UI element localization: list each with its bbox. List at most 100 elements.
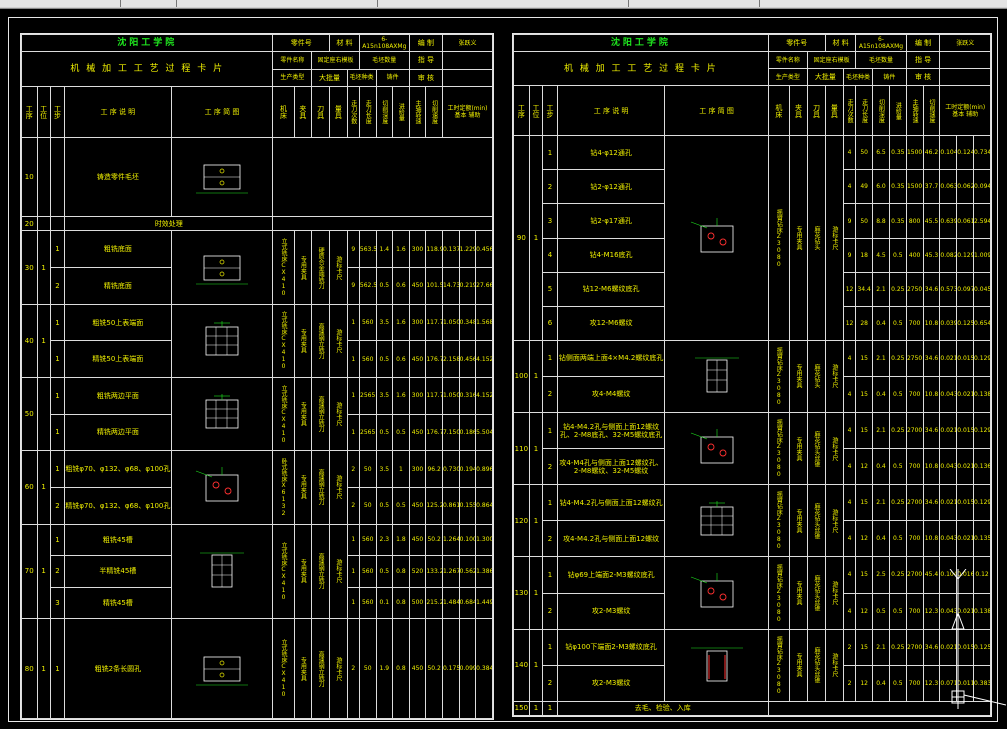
part-name-value: 固定座右模板 xyxy=(806,51,857,70)
op-position: 1 xyxy=(36,303,51,378)
param-cell: 0.639 xyxy=(939,203,958,239)
step-number: 1 xyxy=(542,700,558,717)
fixture-value: 专用夹具 xyxy=(789,135,808,341)
param-cell: 2.1 xyxy=(872,339,890,377)
param-cell: 37.7 xyxy=(922,169,941,205)
step-description: 钻4-φ12通孔 xyxy=(556,135,666,171)
col-header-desc: 工 序 说 明 xyxy=(64,85,172,138)
op-position: 1 xyxy=(528,628,544,702)
process-card-left: 沈阳工学院 零件号 材 料 6-A15n108AXMg 编 制 张跃义 机 械 … xyxy=(20,33,494,720)
toolbar-segment[interactable] xyxy=(121,0,177,7)
param-cell: 560 xyxy=(358,303,377,342)
process-sketch-icon xyxy=(690,218,733,253)
step-description: 半精铣45槽 xyxy=(64,555,172,588)
drawing-canvas[interactable]: 沈阳工学院 零件号 材 料 6-A15n108AXMg 编 制 张跃义 机 械 … xyxy=(0,9,1007,729)
param-cell: 2750 xyxy=(905,271,924,307)
op-number: 10 xyxy=(21,136,38,218)
param-cell: 1.8 xyxy=(392,523,410,557)
op-row[interactable]: 20 时效处理 xyxy=(21,216,493,232)
drawing-border xyxy=(8,17,998,722)
process-card-right: 沈阳工学院 零件号 材 料 6-A15n108AXMg 编 制 张跃义 机 械 … xyxy=(512,33,992,717)
param-cell: 27.66 xyxy=(475,267,493,305)
toolbar-segment[interactable] xyxy=(177,0,378,7)
toolbar-segment[interactable] xyxy=(760,0,1007,7)
param-cell: 0.219 xyxy=(458,267,477,305)
param-cell: 2.3 xyxy=(375,523,394,557)
param-cell: 9 xyxy=(842,203,857,239)
process-sketch xyxy=(170,303,274,378)
toolbar-segment[interactable] xyxy=(378,0,629,7)
gauge-value: 游标卡尺 xyxy=(824,135,844,341)
param-cell: 9 xyxy=(346,267,360,305)
param-cell: 0.654 xyxy=(973,305,991,341)
param-cell: 0.021 xyxy=(939,484,958,522)
step-number: 1 xyxy=(542,412,558,450)
op-number: 40 xyxy=(21,303,38,378)
param-cell: 560 xyxy=(358,586,377,620)
param-cell: 45.3 xyxy=(922,237,941,273)
material-value: 6-A15n108AXMg xyxy=(358,33,410,53)
param-cell: 12 xyxy=(842,271,857,307)
machine-value: 摇臂钻床Z3080 xyxy=(767,556,791,630)
edit-label: 编 制 xyxy=(905,33,941,53)
toolbar-segment[interactable] xyxy=(0,0,121,7)
op-position xyxy=(36,136,51,218)
param-cell: 0.137 xyxy=(441,230,460,269)
process-sketch xyxy=(664,556,769,630)
param-cell: 450 xyxy=(408,413,427,452)
tool-value: 高速钢立铣刀 xyxy=(311,376,330,452)
param-cell: 1.050 xyxy=(441,376,460,415)
param-cell: 2.158 xyxy=(441,340,460,378)
param-cell: 0.021 xyxy=(956,375,975,414)
op-row[interactable]: 150 1 1 去毛、检验、入库 xyxy=(513,700,992,717)
param-cell: 12.3 xyxy=(922,664,941,702)
param-cell: 0.6 xyxy=(392,340,410,378)
step-row[interactable]: 2 精铣底面9562.50.50.6450101.514.7350.21927.… xyxy=(22,267,493,305)
param-cell: 1.568 xyxy=(475,303,493,342)
blank-type-label: 毛坯种类 xyxy=(346,68,377,87)
param-cell: 1500 xyxy=(905,169,924,205)
col-header-speed: 主轴转速 xyxy=(408,85,427,138)
school-name: 沈阳工学院 xyxy=(513,33,769,53)
param-cell: 700 xyxy=(905,664,924,702)
param-cell: 0.138 xyxy=(973,375,991,414)
param-cell: 1.9 xyxy=(375,618,394,719)
gauge-value: 游标卡尺 xyxy=(328,450,348,525)
step-description: 钻2-φ12通孔 xyxy=(556,169,666,205)
param-cell: 0.25 xyxy=(888,556,907,594)
toolbar-segment[interactable] xyxy=(629,0,760,7)
param-cell: 0.5 xyxy=(392,486,410,525)
param-cell: 4 xyxy=(842,135,857,171)
step-description: 攻4-M4螺纹 xyxy=(556,375,666,414)
param-cell: 10.8 xyxy=(922,448,941,486)
param-cell: 50 xyxy=(855,203,874,239)
op-row[interactable]: 10 铸造零件毛坯 xyxy=(21,136,493,218)
param-cell: 2700 xyxy=(905,412,924,450)
op-position: 1 xyxy=(528,412,544,486)
op-position: 1 xyxy=(528,556,544,630)
